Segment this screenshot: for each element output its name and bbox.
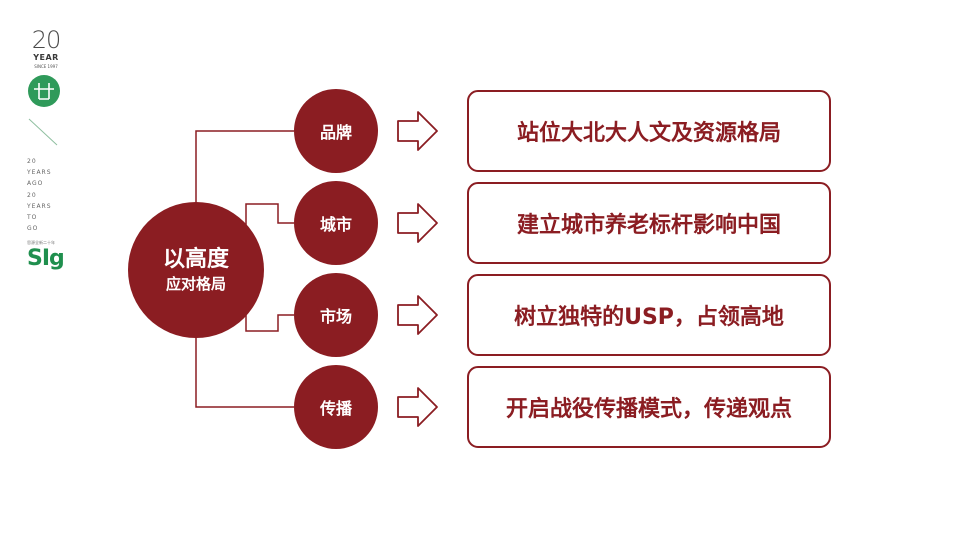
sig-logo: SIg bbox=[27, 246, 65, 271]
branch-node-brand: 品牌 bbox=[294, 89, 378, 173]
result-box-brand: 站位大北大人文及资源格局 bbox=[467, 90, 831, 172]
logo-small-text: 思源全新二十年 bbox=[27, 240, 55, 245]
result-box-market: 树立独特的USP，占领高地 bbox=[467, 274, 831, 356]
logo-tagline: 20 YEARS AGO 20 YEARS TO GO bbox=[27, 158, 52, 233]
center-node: 以高度 应对格局 bbox=[128, 202, 264, 338]
arrow-right-icon bbox=[397, 295, 438, 335]
logo-number: 20 bbox=[31, 26, 62, 54]
result-box-city: 建立城市养老标杆影响中国 bbox=[467, 182, 831, 264]
connector-promo bbox=[195, 332, 294, 408]
logo-since: SINCE 1997 bbox=[34, 64, 58, 69]
connector-brand bbox=[195, 130, 294, 208]
emblem-icon bbox=[28, 75, 60, 107]
center-title: 以高度 bbox=[162, 247, 229, 272]
arrow-right-icon bbox=[397, 203, 438, 243]
logo-year: YEAR bbox=[33, 53, 59, 62]
connector-city bbox=[245, 203, 294, 237]
branch-node-promo: 传播 bbox=[294, 365, 378, 449]
arrow-right-icon bbox=[397, 111, 438, 151]
branch-node-city: 城市 bbox=[294, 181, 378, 265]
result-box-promo: 开启战役传播模式，传递观点 bbox=[467, 366, 831, 448]
arrow-right-icon bbox=[397, 387, 438, 427]
slash-icon bbox=[28, 118, 58, 146]
branch-node-market: 市场 bbox=[294, 273, 378, 357]
center-subtitle: 应对格局 bbox=[165, 275, 226, 293]
connector-market bbox=[245, 302, 294, 332]
